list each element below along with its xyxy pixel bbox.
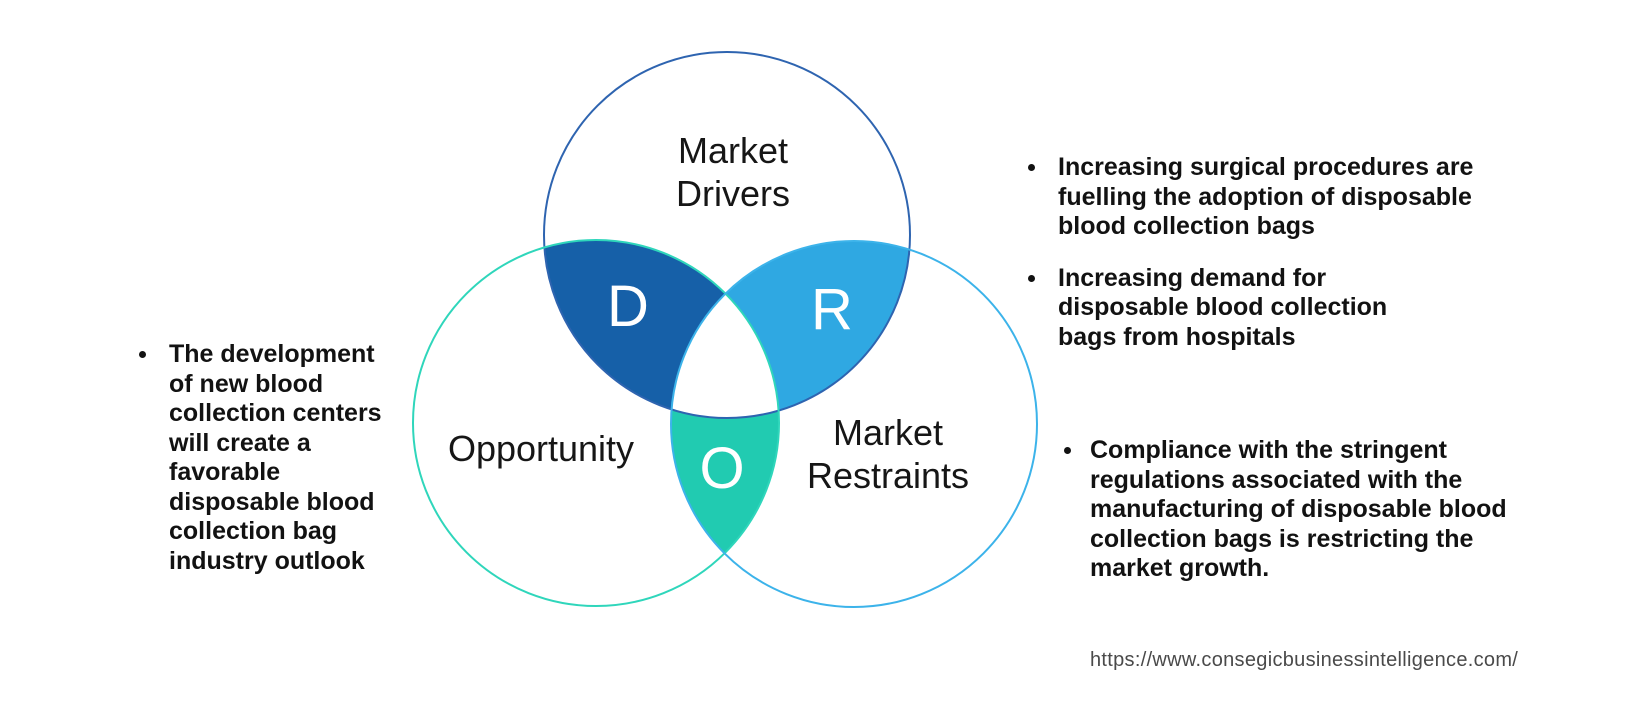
- market-drivers-label-line1: Market: [678, 130, 788, 171]
- drivers-restraints-intersection: [671, 241, 910, 418]
- bullet-icon: [1064, 447, 1071, 454]
- opportunity-circle: [412, 239, 780, 607]
- market-restraints-circle: [670, 240, 1038, 608]
- drivers-note-2: Increasing demand for disposable blood c…: [1028, 264, 1473, 353]
- opportunity-note: The development of new blood collection …: [139, 340, 382, 576]
- drivers-opportunity-intersection: [544, 240, 779, 418]
- market-drivers-circle: [543, 51, 911, 419]
- restraints-note-text: Compliance with the stringent regulation…: [1090, 436, 1507, 582]
- drivers-note-2-text: Increasing demand for disposable blood c…: [1058, 263, 1388, 351]
- drivers-note-1-text: Increasing surgical procedures are fuell…: [1058, 153, 1474, 240]
- drivers-letter: D: [607, 274, 649, 339]
- opportunity-label: Opportunity: [448, 428, 634, 469]
- market-restraints-label-line2: Restraints: [807, 455, 969, 496]
- bullet-icon: [1028, 164, 1035, 171]
- opportunity-letter: O: [699, 436, 744, 501]
- bullet-icon: [1028, 274, 1035, 282]
- drivers-note-1: Increasing surgical procedures are fuell…: [1028, 153, 1473, 242]
- bullet-icon: [139, 351, 146, 358]
- market-drivers-label-line2: Drivers: [676, 173, 790, 214]
- opportunity-note-text: The development of new blood collection …: [169, 340, 382, 575]
- source-url: https://www.consegicbusinessintelligence…: [1090, 649, 1519, 671]
- drivers-notes: Increasing surgical procedures are fuell…: [1028, 153, 1473, 352]
- restraints-note: Compliance with the stringent regulation…: [1064, 436, 1507, 584]
- restraints-letter: R: [811, 277, 853, 342]
- market-restraints-label-line1: Market: [833, 412, 943, 453]
